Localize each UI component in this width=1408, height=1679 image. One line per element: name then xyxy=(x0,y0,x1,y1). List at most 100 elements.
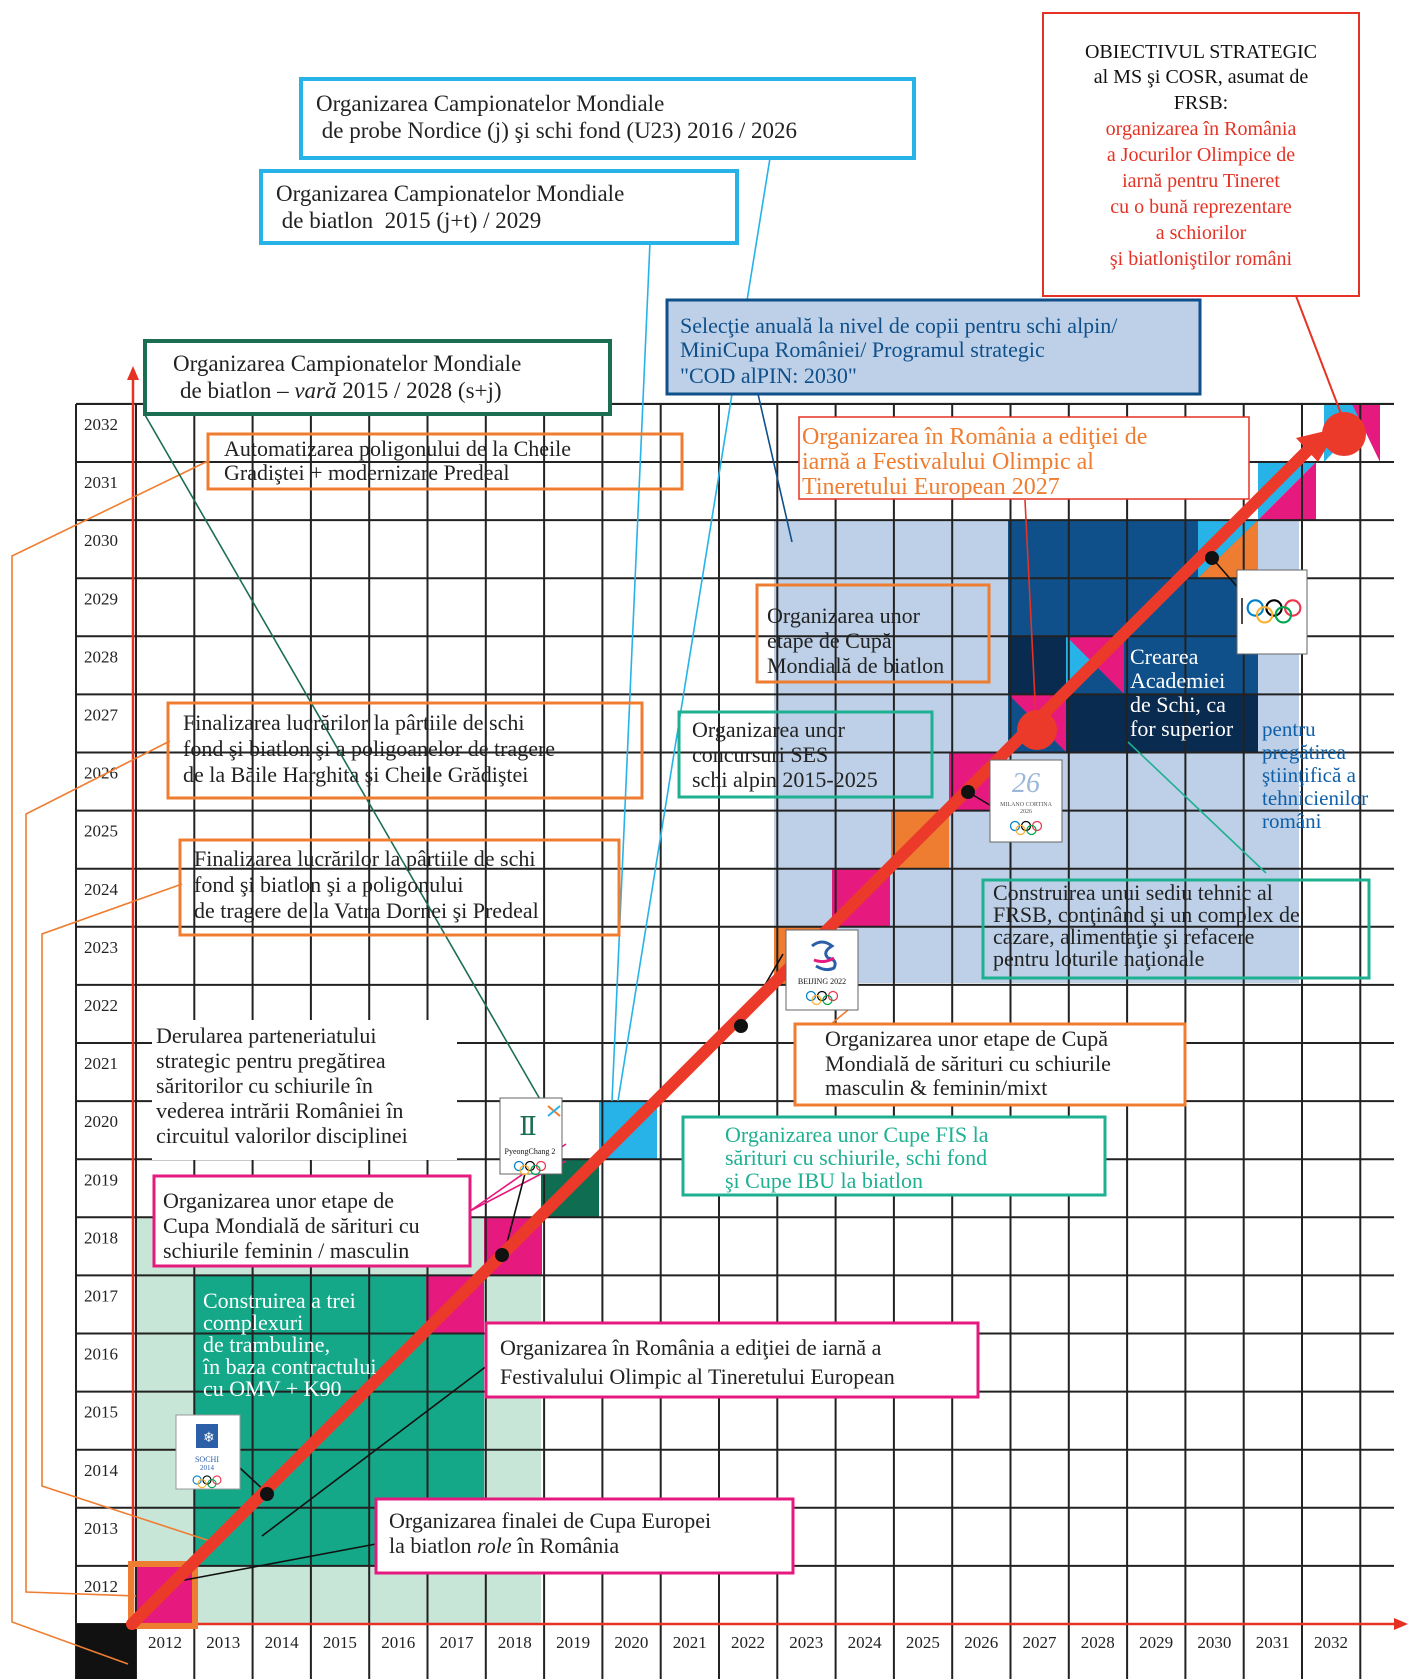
alpine-selection-box: Selecţie anuală la nivel de copii pentru… xyxy=(665,298,1202,396)
x-tick-label: 2030 xyxy=(1197,1633,1231,1652)
pale-blue-top xyxy=(774,520,1008,634)
world-cup-biathlon-box: Organizarea unor etape de Cupă Mondială … xyxy=(755,583,991,684)
x-tick-label: 2013 xyxy=(206,1633,240,1652)
objective-red-4: cu o bună reprezentare xyxy=(1110,196,1292,218)
academy-line-2: Academiei xyxy=(1130,668,1225,693)
fis-line-2: sărituri cu schiurile, schi fond xyxy=(725,1145,987,1170)
y-tick-label: 2014 xyxy=(84,1461,119,1480)
y-tick-label: 2032 xyxy=(84,415,118,434)
fis-cups-box: Organizarea unor Cupe FIS la sărituri cu… xyxy=(681,1115,1107,1197)
partnership-line-1: Derularea parteneriatului xyxy=(156,1023,376,1048)
y-tick-label: 2027 xyxy=(84,706,119,725)
academy-line-1: Crearea xyxy=(1130,644,1199,669)
europe-line-2: la biatlon role în România xyxy=(389,1533,619,1558)
x-tick-label: 2029 xyxy=(1139,1633,1173,1652)
sochi-logo-year: 2014 xyxy=(200,1464,215,1472)
fis-line-1: Organizarea unor Cupe FIS la xyxy=(725,1122,989,1147)
tramb-line-4: în baza contractului xyxy=(202,1354,376,1379)
sochi-logo-text: SOCHI xyxy=(195,1455,219,1464)
academy-blue-4: tehnicienilor xyxy=(1262,786,1368,810)
partnership-text: Derularea parteneriatului strategic pent… xyxy=(152,1020,457,1160)
academy-line-3: de Schi, ca xyxy=(1130,692,1226,717)
partnership-line-5: circuitul valorilor disciplinei xyxy=(156,1123,408,1148)
nordic-line-2: de probe Nordice (j) şi schi fond (U23) … xyxy=(316,118,797,143)
x-tick-label: 2023 xyxy=(789,1633,823,1652)
x-tick-label: 2019 xyxy=(556,1633,590,1652)
x-tick-label: 2025 xyxy=(906,1633,940,1652)
automation-box: Automatizarea poligonului de la Cheile G… xyxy=(206,432,684,491)
y-tick-label: 2013 xyxy=(84,1519,118,1538)
alpine-line-1: Selecţie anuală la nivel de copii pentru… xyxy=(680,313,1118,338)
olympic-rings-logo-2029 xyxy=(1236,569,1308,655)
y-tick-label: 2021 xyxy=(84,1054,118,1073)
vatra-line-2: fond şi biatlon şi a poligonului xyxy=(194,872,464,897)
women-line-2: Cupa Mondială de sărituri cu xyxy=(163,1213,420,1238)
ses-line-2: concursuri SES xyxy=(692,742,828,767)
women-line-1: Organizarea unor etape de xyxy=(163,1188,394,1213)
x-tick-label: 2014 xyxy=(265,1633,300,1652)
wc-biathlon-line-3: Mondială de biatlon xyxy=(767,653,944,678)
orange-2012-frame xyxy=(128,1561,198,1629)
biathlon-worlds-box: Organizarea Campionatelor Mondiale de bi… xyxy=(259,169,739,245)
skijump-line-1: Organizarea unor etape de Cupă xyxy=(825,1026,1108,1051)
y-tick-label: 2012 xyxy=(84,1577,118,1596)
vatra-line-1: Finalizarea lucrărilor la pârtiile de sc… xyxy=(194,846,535,871)
hq-line-3: cazare, alimentaţie şi refacere xyxy=(993,924,1254,949)
big-red-dot-2027 xyxy=(1017,710,1057,750)
objective-red-3: iarnă pentru Tineret xyxy=(1122,170,1280,192)
trambuline-text: Construirea a trei complexuri de trambul… xyxy=(202,1288,376,1401)
y-axis-year-labels: 2012201320142015201620172018201920202021… xyxy=(84,415,119,1596)
olympic-rings-icon xyxy=(805,990,839,1006)
europe-cup-box: Organizarea finalei de Cupa Europei la b… xyxy=(374,1497,795,1575)
tramb-line-1: Construirea a trei xyxy=(203,1288,356,1313)
strategic-objective-box: OBIECTIVUL STRATEGIC al MS şi COSR, asum… xyxy=(1042,12,1360,297)
beijing-logo-icon: BEIJING 2022 xyxy=(785,929,859,1011)
x-tick-label: 2015 xyxy=(323,1633,357,1652)
y-tick-label: 2030 xyxy=(84,531,118,550)
x-tick-label: 2017 xyxy=(440,1633,475,1652)
partnership-line-4: vederea intrării României în xyxy=(156,1098,403,1123)
biathlon-worlds-line-1: Organizarea Campionatelor Mondiale xyxy=(276,181,624,206)
partnership-line-2: strategic pentru pregătirea xyxy=(156,1048,386,1073)
fis-line-3: şi Cupe IBU la biatlon xyxy=(725,1168,923,1193)
svg-text:❄: ❄ xyxy=(203,1431,215,1446)
y-tick-label: 2029 xyxy=(84,589,118,608)
biathlon-worlds-line-2: de biatlon 2015 (j+t) / 2029 xyxy=(276,208,541,233)
objective-red-2: a Jocurilor Olimpice de xyxy=(1107,144,1295,166)
sochi-logo-icon: ❄ SOCHI 2014 xyxy=(175,1414,241,1490)
eyof-line-2: Festivalului Olimpic al Tineretului Euro… xyxy=(500,1364,895,1389)
academy-blue-3: ştiinţifică a xyxy=(1262,763,1357,787)
harghita-line-3: de la Băile Harghita şi Cheile Grădiştei xyxy=(183,762,528,787)
svg-text:26: 26 xyxy=(1012,768,1040,799)
summer-biathlon-box: Organizarea Campionatelor Mondiale de bi… xyxy=(143,339,612,416)
milestone-dots xyxy=(260,551,1219,1501)
olympic-rings-icon xyxy=(192,1475,222,1489)
x-tick-label: 2022 xyxy=(731,1633,765,1652)
tramb-line-5: cu OMV + K90 xyxy=(203,1376,342,1401)
eyof-2027-line-2: iarnă a Festivalului Olimpic al xyxy=(802,449,1094,475)
navy-2028 xyxy=(1008,636,1066,694)
x-tick-label: 2012 xyxy=(148,1633,182,1652)
big-red-dot-2032 xyxy=(1322,412,1366,456)
tramb-line-2: complexuri xyxy=(203,1310,303,1335)
x-tick-label: 2031 xyxy=(1256,1633,1290,1652)
navy-2027 xyxy=(1066,694,1258,752)
x-tick-label: 2018 xyxy=(498,1633,532,1652)
x-tick-label: 2021 xyxy=(673,1633,707,1652)
summer-biathlon-line-2: de biatlon – vară 2015 / 2028 (s+j) xyxy=(180,378,502,403)
objective-red-1: organizarea în România xyxy=(1106,118,1297,140)
y-tick-label: 2018 xyxy=(84,1228,118,1247)
academy-blue-1: pentru xyxy=(1262,717,1316,741)
y-tick-label: 2015 xyxy=(84,1403,118,1422)
beijing-logo-text: BEIJING 2022 xyxy=(798,977,846,986)
y-tick-label: 2031 xyxy=(84,473,118,492)
hq-box: Construirea unui sediu tehnic al FRSB, c… xyxy=(981,878,1371,980)
y-tick-label: 2025 xyxy=(84,822,118,841)
milano-logo-year: 2026 xyxy=(1020,809,1032,815)
y-axis-arrowhead xyxy=(127,366,139,380)
y-tick-label: 2028 xyxy=(84,647,118,666)
tramb-line-3: de trambuline, xyxy=(203,1332,330,1357)
teal-block-2 xyxy=(194,1334,484,1392)
vatra-dornei-box: Finalizarea lucrărilor la pârtiile de sc… xyxy=(178,838,621,937)
